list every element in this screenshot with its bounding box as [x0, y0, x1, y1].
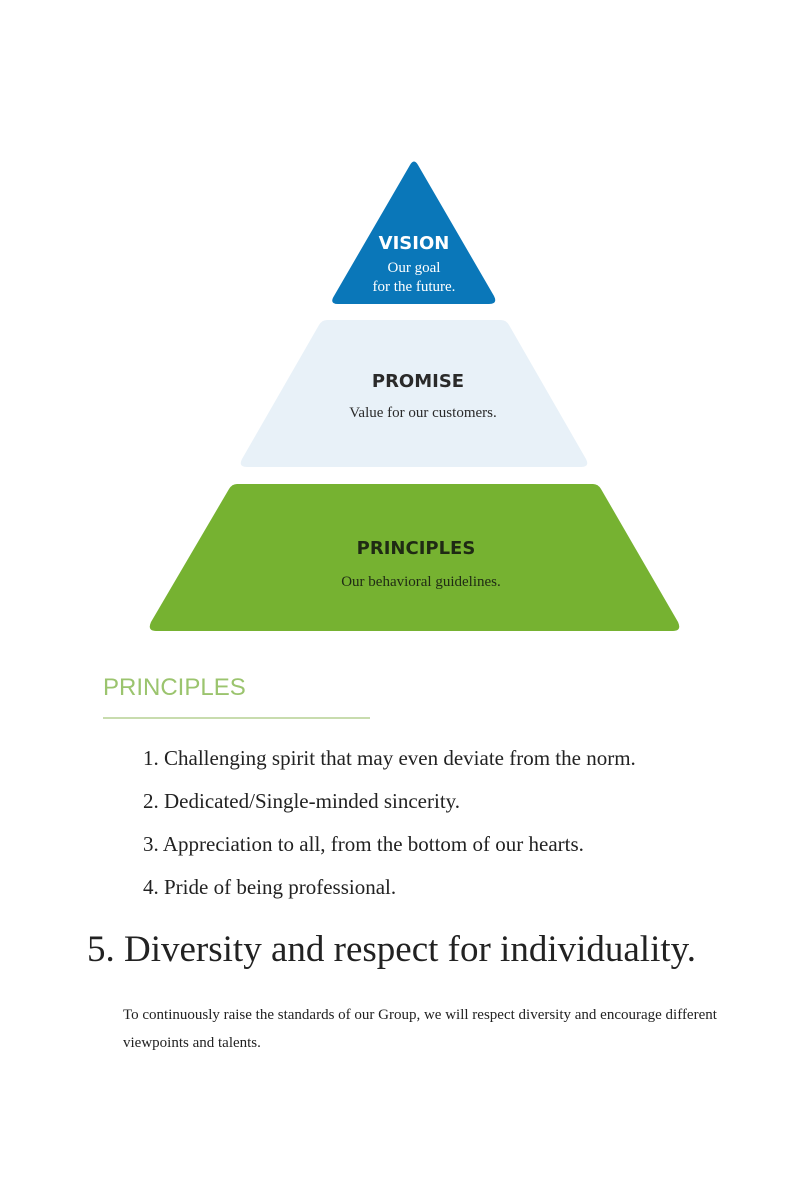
- principle-item: 1. Challenging spirit that may even devi…: [143, 746, 636, 770]
- vision-subtitle-line1: Our goal: [388, 260, 441, 276]
- principles-tier: [149, 484, 680, 631]
- vision-tier: [332, 161, 496, 304]
- section-title: PRINCIPLES: [103, 674, 246, 701]
- section-divider: [103, 717, 370, 719]
- principles-title: PRINCIPLES: [357, 538, 476, 559]
- principle-item: 4. Pride of being professional.: [143, 875, 397, 899]
- principle-item: 2. Dedicated/Single-minded sincerity.: [143, 789, 461, 813]
- highlight-number: 5.: [87, 929, 115, 970]
- highlight-description: To continuously raise the standards of o…: [123, 1007, 717, 1051]
- vision-subtitle-line2: for the future.: [373, 279, 456, 295]
- promise-tier: [240, 320, 588, 467]
- promise-subtitle: Value for our customers.: [349, 405, 496, 421]
- vision-title: VISION: [379, 233, 450, 254]
- principle-item: 3. Appreciation to all, from the bottom …: [143, 832, 584, 856]
- principles-subtitle: Our behavioral guidelines.: [341, 574, 501, 590]
- principles-list: 1. Challenging spirit that may even devi…: [143, 737, 636, 909]
- pyramid-diagram: VISION Our goal for the future. PROMISE …: [149, 161, 680, 631]
- highlight-principle: 5. Diversity and respect for individuali…: [87, 928, 696, 971]
- highlight-text: Diversity and respect for individuality.: [124, 929, 696, 970]
- promise-title: PROMISE: [372, 371, 464, 392]
